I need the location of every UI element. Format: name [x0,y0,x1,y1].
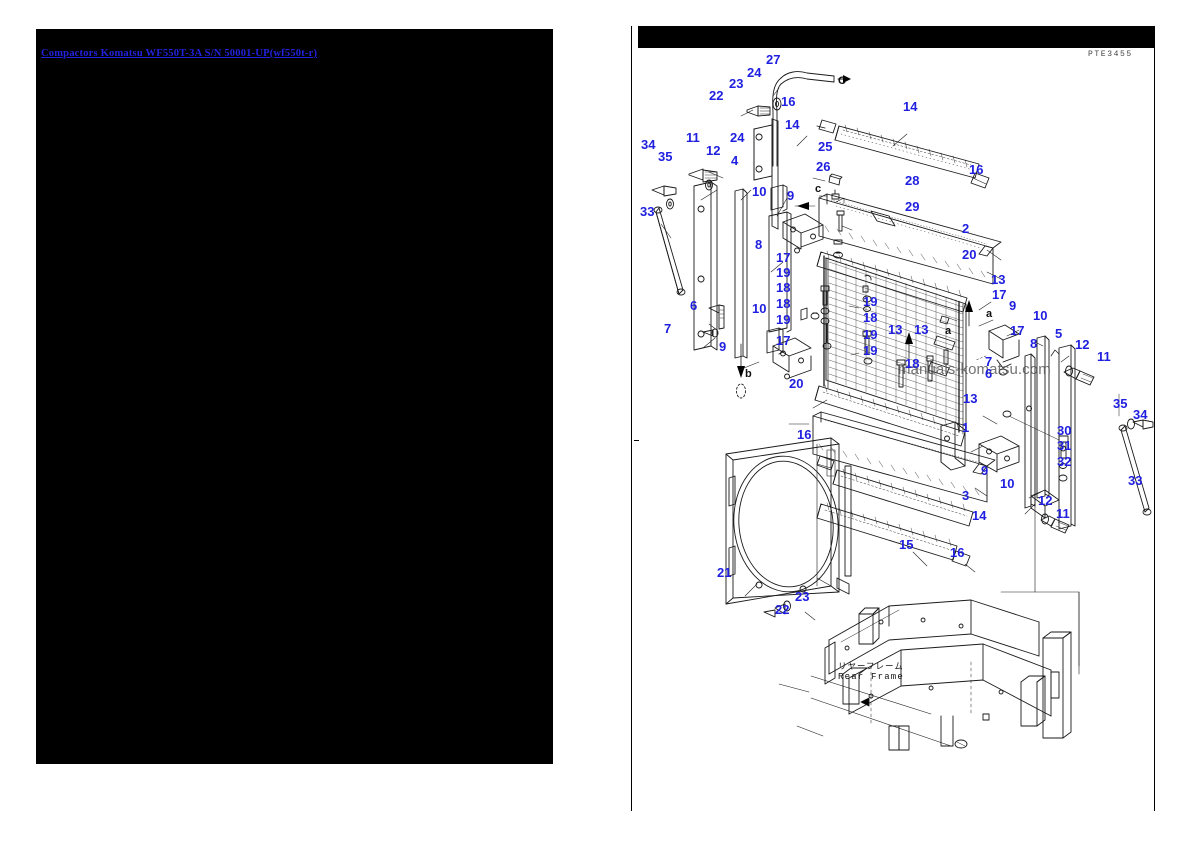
callout-number: 14 [785,117,800,132]
section-letter: a [945,325,952,337]
callout-number: 11 [1097,349,1111,364]
callout-number: 13 [888,322,903,337]
catalog-page [631,26,1155,811]
callout-number: 19 [863,294,878,309]
section-label-japanese: リヤーフレーム [838,662,904,672]
document-viewer-panel: Compactors Komatsu WF550T-3A S/N 50001-U… [36,29,553,764]
callout-number: 30 [1057,423,1072,438]
callout-number: 17 [1010,323,1025,338]
callout-number: 26 [816,159,831,174]
callout-number: 22 [775,602,790,617]
callout-number: 18 [776,280,791,295]
callout-number: 35 [658,149,673,164]
callout-number: 35 [1113,396,1128,411]
callout-number: 3 [962,488,970,503]
section-label-english: Rear Frame [838,672,905,682]
callout-number: 19 [863,343,878,358]
callout-number: 25 [818,139,833,154]
callout-number: 24 [747,65,762,80]
callout-number: 9 [981,463,989,478]
callout-number: 18 [776,296,791,311]
page-border-left [631,26,632,811]
page-margin-tick [634,440,639,441]
callout-number: 12 [1075,337,1090,352]
callout-number: 20 [962,247,977,262]
callout-number: 22 [709,88,724,103]
section-letter: C [838,75,846,87]
callout-number: 8 [755,237,763,252]
callout-number: 20 [789,376,804,391]
callout-number: 7 [664,321,672,336]
callout-number: 11 [1056,506,1070,521]
callout-number: 17 [776,333,791,348]
callout-number: 13 [991,272,1006,287]
callout-number: 16 [950,545,965,560]
callout-number: 7 [985,354,993,369]
callout-number: 19 [776,265,791,280]
callout-number: 6 [690,298,698,313]
callout-number: 9 [787,188,795,203]
page-header-bar [638,26,1155,48]
callout-number: 13 [963,391,978,406]
callout-number: 18 [863,310,878,325]
section-letter: c [815,183,822,195]
callout-number: 19 [863,327,878,342]
callout-number: 9 [719,339,727,354]
callout-number: 29 [905,199,920,214]
parts-diagram-linework [631,26,1154,751]
section-letter: a [986,308,993,320]
callout-number: 24 [730,130,745,145]
callout-number: 13 [914,322,929,337]
callout-number: 17 [992,287,1007,302]
callout-number: 16 [781,94,796,109]
callout-number: 32 [1057,454,1072,469]
callout-number: 6 [985,366,993,381]
callout-number: 2 [962,221,970,236]
callout-number: 9 [1009,298,1017,313]
callout-number: 16 [797,427,812,442]
parts-diagram [631,26,1155,811]
page-code-label: PTE3455 [1088,50,1133,59]
section-letter: b [745,368,752,380]
callout-number: 19 [776,312,791,327]
callout-number: 34 [641,137,656,152]
callout-number: 33 [1128,473,1143,488]
callout-number: 27 [766,52,781,67]
site-watermark: manuals-komatsu.com [898,361,1051,378]
callout-number: 16 [969,162,984,177]
page-border-right [1154,26,1155,811]
callout-number: 15 [899,537,914,552]
callout-number: 12 [706,143,721,158]
callout-number: 33 [640,204,655,219]
callout-number: 14 [903,99,918,114]
callout-number: 17 [776,250,791,265]
callout-number: 12 [1038,493,1053,508]
callout-number: 5 [1055,326,1063,341]
callout-number: 1 [962,420,970,435]
callout-number: 10 [1000,476,1015,491]
callout-number: 23 [795,589,810,604]
catalog-title-link[interactable]: Compactors Komatsu WF550T-3A S/N 50001-U… [41,48,318,59]
callout-number: 14 [972,508,987,523]
callout-number: 10 [752,184,767,199]
callout-number: 11 [686,130,700,145]
callout-number: 23 [729,76,744,91]
callout-number: 4 [731,153,739,168]
callout-number: 10 [1033,308,1048,323]
callout-number: 8 [1030,336,1038,351]
callout-number: 10 [752,301,767,316]
callout-number: 21 [717,565,732,580]
callout-number: 31 [1057,438,1072,453]
callout-number: 18 [905,356,920,371]
callout-number: 28 [905,173,920,188]
callout-number: 34 [1133,407,1148,422]
